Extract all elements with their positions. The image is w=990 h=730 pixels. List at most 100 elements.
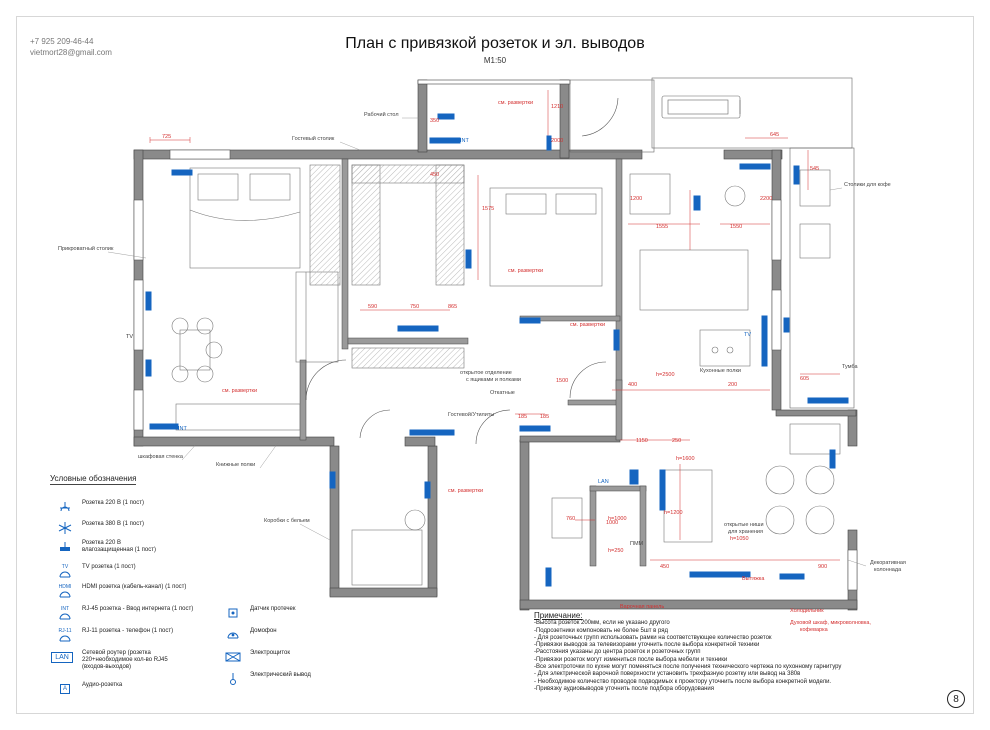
socket-kitchen-entry: [519, 425, 551, 432]
dim-605: 605: [800, 376, 809, 382]
leak-sensor-icon: [220, 606, 246, 620]
note-balcony-box: Коробки с бельем: [264, 518, 310, 524]
wall-balcony-mid: [559, 79, 570, 159]
socket-terrace: [793, 165, 800, 185]
legend-label: Сетевой роутер (розетка 220+необходимое …: [82, 650, 168, 670]
note-coffee-tables: Столики для кофе: [844, 182, 891, 188]
label-int-left: INT: [178, 426, 188, 432]
socket-tv-left: [145, 291, 152, 311]
scale-label: М1:50: [483, 56, 507, 65]
socket-tv-right: [761, 315, 768, 367]
label-tv-left: TV: [126, 334, 133, 340]
note-hob: Варочная панель: [620, 604, 664, 610]
socket-bath-right: [424, 481, 431, 499]
socket-hall: [519, 317, 541, 324]
note-decorative-2: колоннада: [874, 567, 902, 573]
socket-group-bedroom-top: [171, 169, 193, 176]
contact-email: vietmort28@gmail.com: [30, 48, 112, 57]
note-oven-1: Духовой шкаф, микроволновка,: [790, 619, 871, 626]
notes-line: -Расстояния указаны до центра розеток и …: [534, 649, 701, 656]
electrical-outlet-icon: [220, 672, 246, 686]
note-cabinet: Тумба: [842, 364, 858, 370]
legend-item-lan: LAN Сетевой роутер (розетка 220+необходи…: [46, 650, 168, 671]
legend-label: Электрощиток: [250, 650, 290, 656]
dim-760: 760: [566, 516, 575, 522]
notes-line: -Привязки розеток могут измениться после…: [534, 656, 728, 663]
legend-label: Розетка 220 В (1 пост): [82, 500, 145, 506]
wall-wc-right: [639, 485, 647, 567]
page-title: План с привязкой розеток и эл. выводов: [345, 35, 645, 52]
legend-item-audio: A Аудио-розетка: [52, 682, 122, 696]
socket-group-balcony: [429, 113, 461, 144]
note-extractor: Вытяжка: [742, 576, 765, 582]
wall-balcony-left: [417, 79, 428, 153]
legend-label: Розетка 380 В (1 пост): [82, 521, 145, 527]
wall-wardrobe-left: [341, 158, 349, 350]
note-oven-2: кофеварка: [800, 627, 829, 633]
contact-phone: +7 925 209-46-44: [30, 37, 94, 46]
dim-350: 350: [430, 118, 439, 124]
wall-living-divider: [299, 359, 307, 441]
dim-645: 645: [770, 132, 779, 138]
rj45-socket-icon: INT: [52, 606, 78, 620]
legend: Условные обозначения Розетка 220 В (1 по…: [44, 474, 374, 704]
legend-item-hdmi: HDMI HDMI розетка (кабель-канал) (1 пост…: [52, 584, 186, 598]
living-furniture: [351, 169, 841, 586]
legend-tag: HDMI: [58, 584, 72, 590]
legend-label: Домофон: [250, 628, 277, 634]
notes-line: -Привязки выводов за телевизорами уточни…: [534, 642, 760, 649]
audio-socket-icon: A: [52, 682, 78, 696]
dim-450b: 450: [660, 564, 669, 570]
socket-220-icon: [52, 500, 78, 514]
dining-table: [171, 317, 223, 383]
treadmill-icon: [661, 95, 741, 119]
socket-corridor: [409, 429, 455, 436]
sofa-left: [295, 271, 339, 363]
wall-lower-bottom: [519, 599, 858, 610]
legend-item-outlet: Электрический вывод: [220, 672, 311, 686]
dim-1500: 1500: [556, 378, 568, 384]
drawing-sheet-border: [16, 16, 974, 714]
dim-2000: 2000: [551, 138, 563, 144]
wall-lower-left: [519, 439, 530, 611]
socket-oven: [779, 573, 805, 580]
dim-185b: 185: [540, 414, 549, 420]
wall-closet-bottom: [347, 337, 469, 345]
socket-center-living: [693, 195, 701, 211]
dim-590: 590: [368, 304, 377, 310]
socket-balcony-mid: [546, 135, 552, 151]
socket-kitchen-counter: [689, 571, 751, 578]
rj11-socket-icon: RJ-11: [52, 628, 78, 642]
electrical-panel-icon: [220, 650, 246, 664]
windows: [133, 149, 858, 591]
wall-wc-left: [589, 485, 597, 567]
note-dishwasher: ПММ: [630, 541, 644, 547]
see-layout-3: см. развертки: [222, 388, 257, 394]
wall-wc-top: [589, 485, 647, 492]
notes-title: Примечание:: [534, 611, 583, 620]
dim-h2500: h=2500: [656, 372, 675, 378]
dim-750: 750: [410, 304, 419, 310]
dim-h250: h=250: [608, 548, 623, 554]
wall-bathroom-right: [427, 445, 438, 597]
wall-bathroom-bottom: [329, 587, 438, 598]
label-int-balcony: INT: [460, 138, 470, 144]
note-fridge: Холодильник: [790, 608, 824, 614]
see-layout-1: см. развертки: [498, 100, 533, 106]
socket-markers: [145, 113, 849, 587]
hdmi-socket-icon: HDMI: [52, 584, 78, 598]
dim-900: 900: [818, 564, 827, 570]
wardrobe-racks: [309, 164, 465, 369]
dim-400: 400: [628, 382, 637, 388]
legend-item-panel: Электрощиток: [220, 650, 290, 664]
dim-h1000: h=1000: [608, 516, 627, 522]
socket-right-lower: [807, 397, 849, 404]
dim-1555: 1555: [656, 224, 668, 230]
socket-380-icon: [52, 521, 78, 535]
dim-185a: 185: [518, 414, 527, 420]
note-open-storage-2: с ящиками и полками: [466, 377, 521, 383]
bookshelf-bottom: [175, 403, 301, 431]
socket-waterproof-icon: [52, 540, 78, 554]
wall-right-kitchen: [771, 149, 782, 411]
